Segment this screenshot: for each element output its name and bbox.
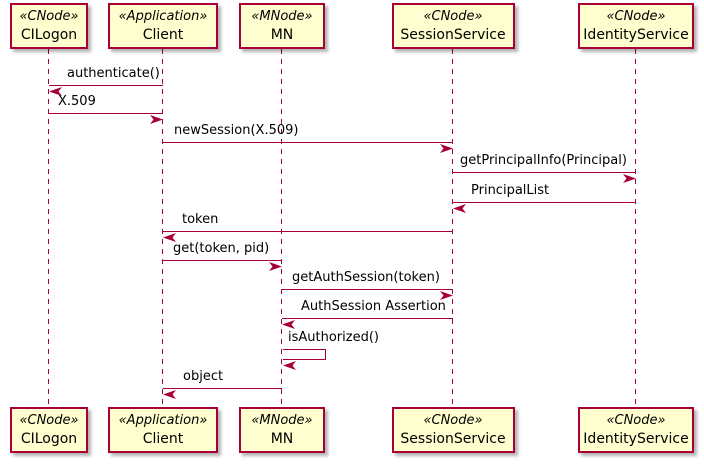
- participant-box-cilogon-top: «CNode» CILogon: [10, 3, 88, 49]
- participant-stereotype: «MNode»: [251, 9, 313, 24]
- message-label-object: object: [183, 369, 224, 384]
- lifeline-client: [162, 49, 163, 409]
- message-line-isauthorized-return: [283, 359, 326, 360]
- message-line-authsession-assertion: [282, 318, 453, 319]
- arrowhead-getprincipalinfo-principal-shape: [623, 174, 636, 183]
- message-label-newsession-x-509: newSession(X.509): [174, 123, 299, 138]
- arrowhead-get-token-pid: [269, 256, 282, 271]
- participant-name: IdentityService: [583, 431, 689, 447]
- lifeline-identityservice: [635, 49, 636, 409]
- message-label-get-token-pid: get(token, pid): [173, 241, 270, 256]
- message-line-get-token-pid: [163, 260, 282, 261]
- participant-box-identityservice-top: «CNode» IdentityService: [578, 3, 694, 49]
- arrowhead-authsession-assertion: [282, 314, 295, 329]
- message-line-x-509: [49, 113, 163, 114]
- arrowhead-get-token-pid-shape: [269, 262, 282, 271]
- arrowhead-authsession-assertion-shape: [282, 320, 295, 329]
- participant-stereotype: «MNode»: [251, 413, 313, 428]
- message-line-object: [163, 388, 282, 389]
- message-line-getprincipalinfo-principal: [453, 172, 636, 173]
- message-line-newsession-x-509: [163, 142, 453, 143]
- message-line-token: [163, 231, 453, 232]
- arrowhead-isauthorized-shape: [283, 361, 296, 370]
- participant-stereotype: «CNode»: [606, 9, 666, 24]
- participant-stereotype: «Application»: [118, 413, 208, 428]
- message-line-getauthsession-token: [282, 289, 453, 290]
- participant-stereotype: «CNode»: [606, 413, 666, 428]
- participant-stereotype: «CNode»: [423, 413, 483, 428]
- message-label-authsession-assertion: AuthSession Assertion: [301, 299, 446, 314]
- arrowhead-authenticate: [49, 81, 62, 96]
- participant-box-sessionservice-top: «CNode» SessionService: [391, 3, 515, 49]
- participant-stereotype: «Application»: [118, 9, 208, 24]
- participant-name: SessionService: [400, 27, 506, 43]
- arrowhead-authenticate-shape: [49, 87, 62, 96]
- participant-stereotype: «CNode»: [19, 413, 79, 428]
- message-label-token: token: [182, 212, 219, 227]
- participant-box-sessionservice-bottom: «CNode» SessionService: [391, 407, 515, 453]
- message-label-authenticate: authenticate(): [67, 66, 160, 81]
- arrowhead-principallist: [453, 198, 466, 213]
- participant-name: SessionService: [400, 431, 506, 447]
- participant-box-client-bottom: «Application» Client: [108, 407, 218, 453]
- arrowhead-object-shape: [163, 390, 176, 399]
- participant-name: MN: [270, 431, 294, 447]
- arrowhead-newsession-x-509: [440, 138, 453, 153]
- participant-box-cilogon-bottom: «CNode» CILogon: [10, 407, 88, 453]
- participant-name: IdentityService: [583, 27, 689, 43]
- arrowhead-object: [163, 384, 176, 399]
- participant-box-mn-bottom: «MNode» MN: [239, 407, 325, 453]
- participant-stereotype: «CNode»: [423, 9, 483, 24]
- arrowhead-x-509-shape: [150, 115, 163, 124]
- arrowhead-isauthorized: [283, 355, 296, 370]
- participant-name: Client: [142, 431, 184, 447]
- message-label-getprincipalinfo-principal: getPrincipalInfo(Principal): [460, 153, 627, 168]
- message-line-principallist: [453, 202, 636, 203]
- arrowhead-getauthsession-token: [440, 285, 453, 300]
- message-line-authenticate: [49, 85, 163, 86]
- lifeline-cilogon: [48, 49, 49, 409]
- message-line-isauthorized: [283, 349, 326, 350]
- participant-box-identityservice-bottom: «CNode» IdentityService: [578, 407, 694, 453]
- arrowhead-principallist-shape: [453, 204, 466, 213]
- lifeline-sessionservice: [452, 49, 453, 409]
- message-label-getauthsession-token: getAuthSession(token): [292, 270, 440, 285]
- participant-stereotype: «CNode»: [19, 9, 79, 24]
- participant-box-mn-top: «MNode» MN: [239, 3, 325, 49]
- message-label-isauthorized: isAuthorized(): [288, 330, 379, 345]
- arrowhead-x-509: [150, 109, 163, 124]
- message-line-isauthorized-vertical: [325, 349, 326, 360]
- arrowhead-token: [163, 227, 176, 242]
- arrowhead-newsession-x-509-shape: [440, 144, 453, 153]
- message-label-x-509: X.509: [58, 94, 96, 109]
- participant-name: CILogon: [20, 431, 78, 447]
- participant-name: MN: [270, 27, 294, 43]
- participant-name: CILogon: [20, 27, 78, 43]
- lifeline-mn: [281, 49, 282, 409]
- message-label-principallist: PrincipalList: [471, 183, 550, 198]
- arrowhead-token-shape: [163, 233, 176, 242]
- participant-box-client-top: «Application» Client: [108, 3, 218, 49]
- arrowhead-getprincipalinfo-principal: [623, 168, 636, 183]
- arrowhead-getauthsession-token-shape: [440, 291, 453, 300]
- participant-name: Client: [142, 27, 184, 43]
